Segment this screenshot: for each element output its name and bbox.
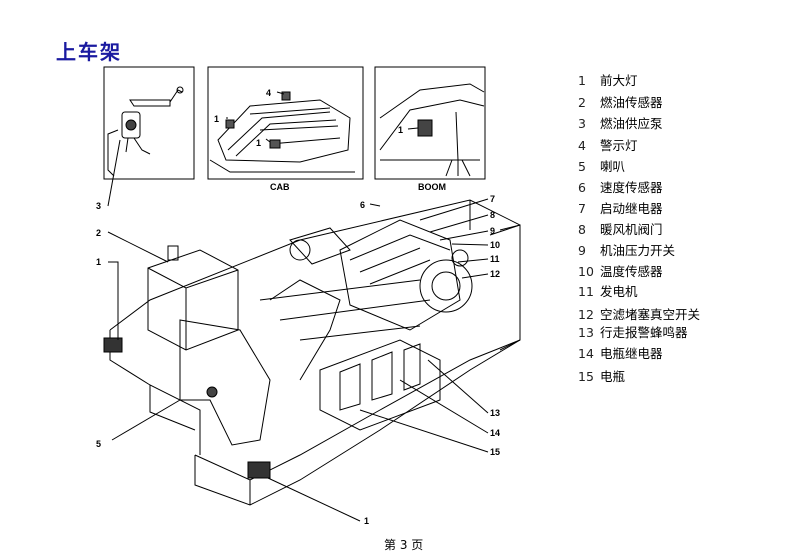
inset-cab-sketch [209, 91, 355, 173]
inset-sensor-sketch [107, 86, 184, 177]
callout-7: 7 [490, 194, 495, 204]
leader-lines [107, 91, 489, 522]
callout-13: 13 [490, 408, 500, 418]
callout-3: 3 [96, 201, 101, 211]
callout-10: 10 [490, 240, 500, 250]
page-number: 第 3 页 [384, 538, 424, 552]
inset-caption-boom: BOOM [418, 182, 446, 192]
callout-9: 9 [490, 226, 495, 236]
callout-15: 15 [490, 447, 500, 457]
inset-frame-cab [207, 66, 364, 180]
inset-frame-boom [374, 66, 486, 180]
callout-11: 11 [490, 254, 500, 264]
callout-6: 6 [360, 200, 365, 210]
callout-4: 4 [266, 88, 271, 98]
callout-1-cab-b: 1 [256, 138, 261, 148]
callout-8: 8 [490, 210, 495, 220]
callout-1-left: 1 [96, 257, 101, 267]
inset-boom-sketch [379, 83, 485, 177]
callout-labels: 3 1 1 4 1 2 1 5 6 7 8 9 10 11 12 13 14 1… [96, 88, 500, 526]
callout-1-bottom: 1 [364, 516, 369, 526]
page-title: 上车架 [56, 40, 122, 64]
callout-12: 12 [490, 269, 500, 279]
callout-1-boom: 1 [398, 125, 403, 135]
callout-14: 14 [490, 428, 500, 438]
inset-frame-sensor [103, 66, 195, 180]
main-frame-sketch [103, 199, 521, 506]
callout-2: 2 [96, 228, 101, 238]
inset-caption-cab: CAB [270, 182, 290, 192]
callout-5: 5 [96, 439, 101, 449]
callout-1-cab: 1 [214, 114, 219, 124]
